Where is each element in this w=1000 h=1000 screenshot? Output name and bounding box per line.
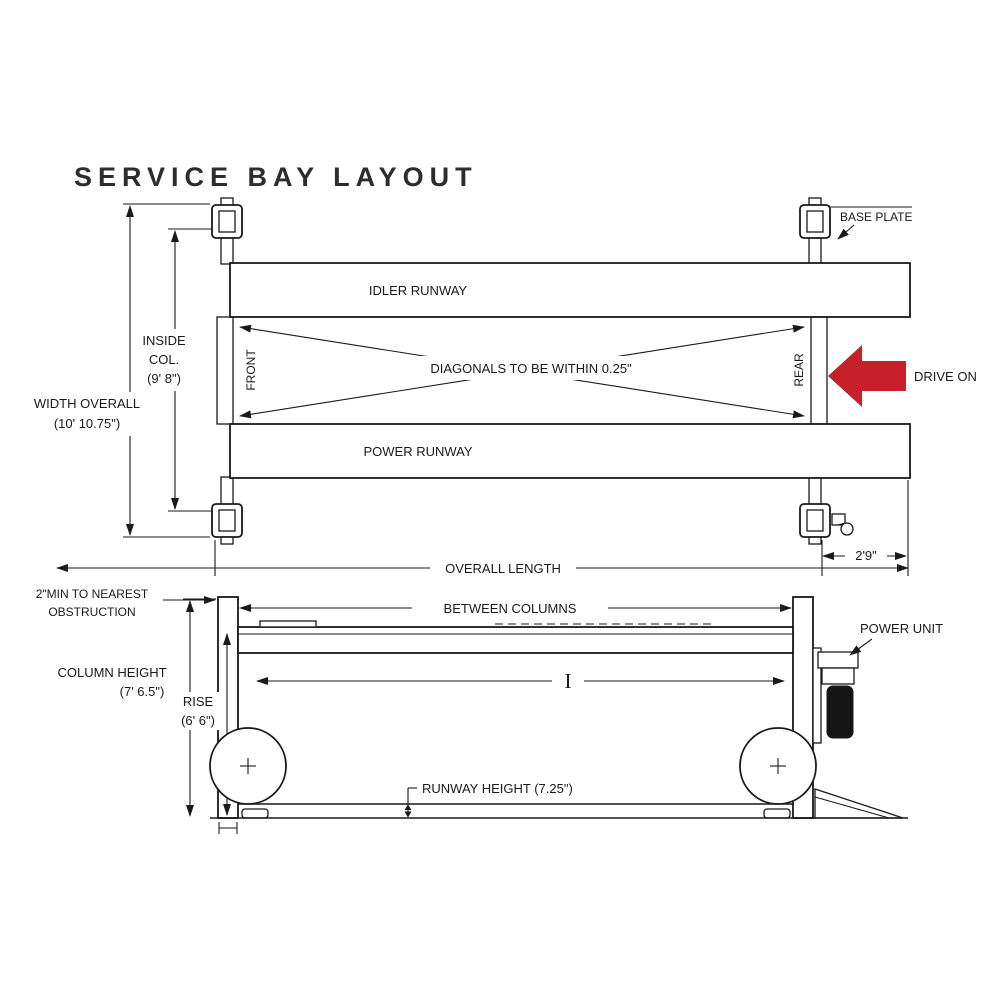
base-plate-left <box>241 808 269 819</box>
obstruction-note-line2: OBSTRUCTION <box>48 605 135 619</box>
label-mask <box>176 692 222 730</box>
connector-front-lower <box>220 476 234 506</box>
runway-height-callout: RUNWAY HEIGHT (7.25") <box>404 781 573 818</box>
between-columns-label: BETWEEN COLUMNS <box>444 601 577 616</box>
runway-height-label: RUNWAY HEIGHT (7.25") <box>422 781 573 796</box>
dim-rise: RISE (6' 6") <box>176 633 231 816</box>
ramp <box>814 788 904 819</box>
drive-on-indicator: DRIVE ON <box>828 345 977 407</box>
base-plate-label: BASE PLATE <box>840 210 912 224</box>
inside-col-label-2: COL. <box>149 352 179 367</box>
post-column-section <box>218 210 236 233</box>
connector-rear-upper <box>808 237 822 265</box>
diagonals-note-mask <box>402 356 660 380</box>
cross-member-front <box>216 316 234 425</box>
power-runway-body <box>229 423 911 479</box>
connector-rear-lower <box>808 476 822 506</box>
dim-width-overall: WIDTH OVERALL (10' 10.75") <box>24 203 210 538</box>
overall-length-label: OVERALL LENGTH <box>445 561 561 576</box>
cross-member-rear <box>810 316 828 425</box>
drive-on-arrow-icon <box>828 345 906 407</box>
post-column-section <box>806 210 824 233</box>
column-height-label: COLUMN HEIGHT <box>57 665 166 680</box>
ramp-body <box>814 788 904 819</box>
idler-runway: IDLER RUNWAY <box>229 262 911 318</box>
page-title: SERVICE BAY LAYOUT <box>74 162 478 192</box>
label-mask <box>24 392 150 436</box>
wheel-right <box>739 727 817 805</box>
dim-overall-length: OVERALL LENGTH <box>56 480 909 578</box>
post-rear-lower <box>799 503 854 545</box>
inside-col-label-1: INSIDE <box>142 333 186 348</box>
power-unit-label: POWER UNIT <box>860 621 943 636</box>
side-view: BETWEEN COLUMNS 2"MIN TO NEAREST OBSTRUC… <box>36 587 943 834</box>
label-mask <box>552 666 584 692</box>
power-unit-callout: POWER UNIT <box>849 621 943 656</box>
post-front-upper <box>211 197 243 239</box>
idler-runway-label: IDLER RUNWAY <box>369 283 468 298</box>
caster-wheel <box>840 522 854 536</box>
post-rear-upper <box>799 197 831 239</box>
width-overall-label: WIDTH OVERALL <box>34 396 140 411</box>
rise-label: RISE <box>183 694 214 709</box>
diagonal-braces: DIAGONALS TO BE WITHIN 0.25" <box>239 324 805 419</box>
obstruction-note-line1: 2"MIN TO NEAREST <box>36 587 149 601</box>
inside-col-value: (9' 8") <box>147 371 181 386</box>
power-unit-motor <box>817 651 859 669</box>
baseplate-ticks <box>218 822 238 834</box>
base-plate-leader-arrow <box>837 224 855 240</box>
runway-top-tab <box>259 620 317 628</box>
arrow-up <box>404 804 412 810</box>
power-unit <box>812 647 859 744</box>
power-unit-mount <box>812 647 822 744</box>
power-unit-leader <box>849 638 873 656</box>
post-column-section <box>218 509 236 532</box>
dim-column-height: COLUMN HEIGHT (7' 6.5") <box>57 598 216 817</box>
column-height-value: (7' 6.5") <box>120 684 165 699</box>
ramp-inner-line <box>814 796 890 819</box>
rise-value: (6' 6") <box>181 713 215 728</box>
dim-length-symbol: I <box>256 666 785 693</box>
power-unit-pump <box>821 667 855 685</box>
dim-between-columns: BETWEEN COLUMNS <box>239 597 792 618</box>
length-symbol: I <box>565 669 572 693</box>
label-mask <box>845 545 887 565</box>
power-runway-label: POWER RUNWAY <box>363 444 472 459</box>
drive-on-label: DRIVE ON <box>914 369 977 384</box>
connector-front-upper <box>220 237 234 265</box>
obstruction-note: 2"MIN TO NEAREST OBSTRUCTION <box>36 587 216 619</box>
base-plate-right <box>763 808 791 819</box>
post-column-section <box>806 509 824 532</box>
front-label: FRONT <box>244 349 258 391</box>
width-overall-value: (10' 10.75") <box>54 416 120 431</box>
power-unit-reservoir <box>826 685 854 739</box>
power-runway: POWER RUNWAY <box>229 423 911 479</box>
rear-label: REAR <box>792 353 806 387</box>
idler-runway-body <box>229 262 911 318</box>
label-mask <box>430 557 576 578</box>
arrow-down <box>404 811 412 818</box>
label-mask <box>135 329 193 391</box>
runway-raised <box>237 620 794 654</box>
caster-detail <box>831 513 854 536</box>
caster-link <box>837 522 846 526</box>
dim-inside-col: INSIDE COL. (9' 8") <box>135 228 212 512</box>
plan-view: IDLER RUNWAY POWER RUNWAY DIAGONALS TO B… <box>24 197 977 578</box>
diagonals-note: DIAGONALS TO BE WITHIN 0.25" <box>430 361 632 376</box>
runway-beam <box>237 626 794 654</box>
wheel-left <box>209 727 287 805</box>
dim-rear-overhang: 2'9" <box>821 540 907 576</box>
rear-overhang-value: 2'9" <box>855 548 877 563</box>
base-plate-callout: BASE PLATE <box>830 206 912 240</box>
runway-connectors <box>220 237 822 506</box>
label-mask <box>412 597 608 618</box>
post-front-lower <box>211 503 243 545</box>
